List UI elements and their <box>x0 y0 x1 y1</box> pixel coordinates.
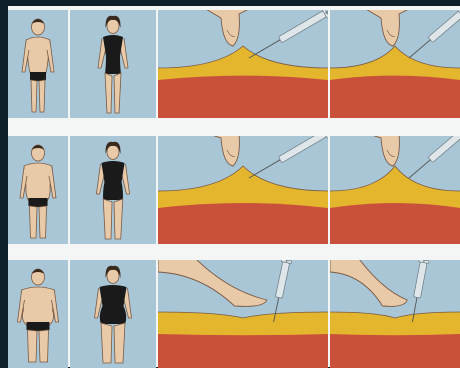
row-medium <box>8 136 460 244</box>
female-figure-icon <box>70 260 156 368</box>
skin-pinch-icon <box>158 10 328 118</box>
skin-pinch-icon <box>158 260 328 368</box>
injection-technique-chart <box>8 6 460 367</box>
male-figure-icon <box>8 260 68 368</box>
needle-injection-icon <box>330 260 460 368</box>
needle-injection-icon <box>330 136 460 244</box>
row-heavy <box>8 260 460 368</box>
needle-injection-icon <box>330 10 460 118</box>
female-figure-icon <box>70 136 156 244</box>
male-figure-icon <box>8 136 68 244</box>
male-figure-icon <box>8 10 68 118</box>
skin-pinch-icon <box>158 136 328 244</box>
row-thin <box>8 10 460 118</box>
female-figure-icon <box>70 10 156 118</box>
